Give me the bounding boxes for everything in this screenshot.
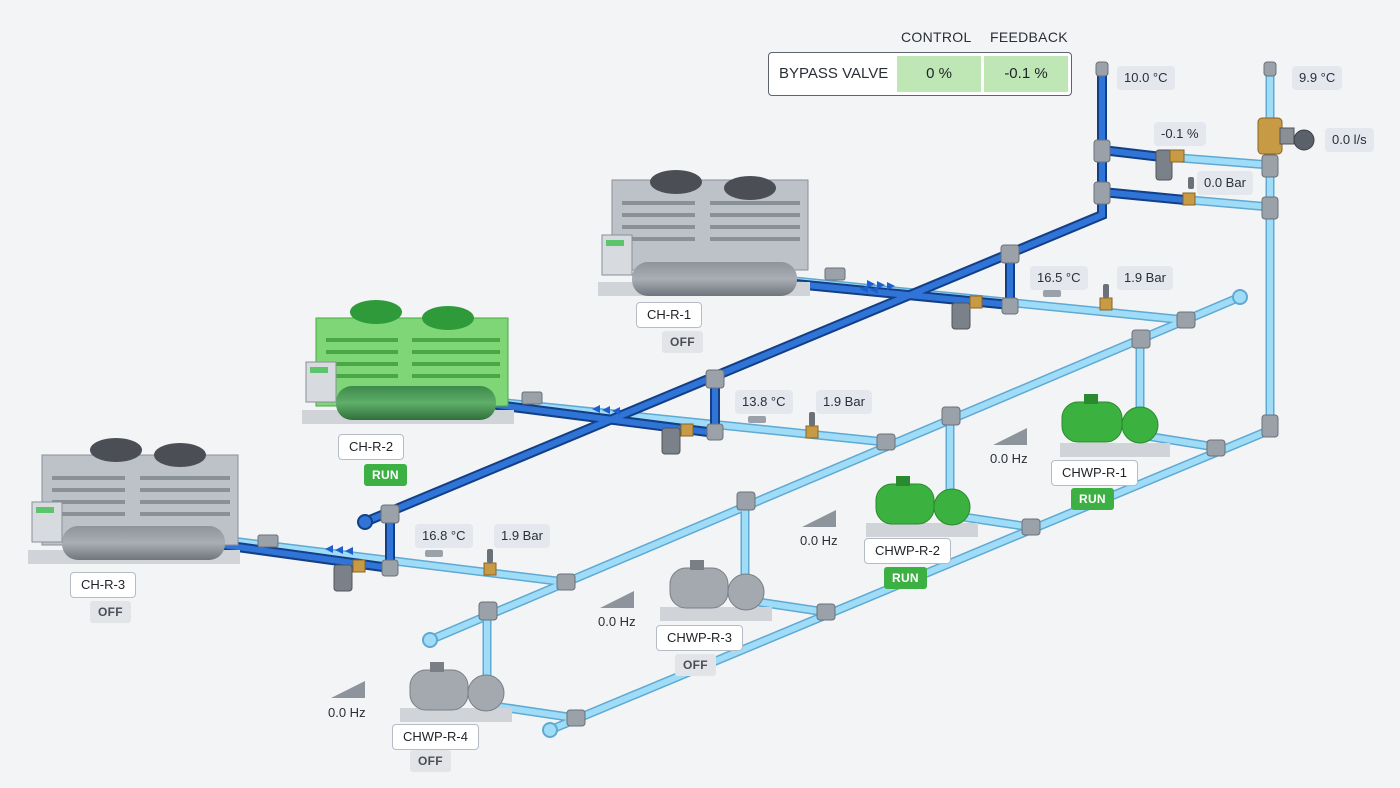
flow-readout: 0.0 l/s (1325, 128, 1374, 152)
bypass-feedback-value: -0.1 % (984, 56, 1068, 92)
ch-r-2-status-badge: RUN (364, 464, 407, 486)
ch1-valve-icon (951, 295, 983, 330)
speed-ramp-icon (331, 681, 365, 698)
motor-icon (669, 567, 729, 609)
ch-r-3-label[interactable]: CH-R-3 (70, 572, 137, 598)
chwp-r-2-label[interactable]: CHWP-R-2 (864, 538, 951, 564)
bypass-control-value[interactable]: 0 % (897, 56, 981, 92)
ch2-valve-icon (661, 423, 694, 455)
fan-icon (350, 300, 402, 324)
pump-chwp-r-4[interactable] (400, 662, 512, 722)
control-column-header: CONTROL (901, 29, 972, 45)
ch-r-3-status-badge: OFF (90, 601, 131, 623)
chwp-r-2-status-badge: RUN (884, 567, 927, 589)
pump-chwp-r-3[interactable] (660, 560, 772, 621)
chwp-r-3-label[interactable]: CHWP-R-3 (656, 625, 743, 651)
ch-r-2-label[interactable]: CH-R-2 (338, 434, 405, 460)
chwp-r-4-status-badge: OFF (410, 750, 451, 772)
pipe-cap (357, 514, 373, 530)
ch-r-1-pressure-readout: 1.9 Bar (1117, 266, 1173, 290)
chwp-r-3-speed-readout: 0.0 Hz (598, 614, 636, 629)
pressure-tap-icons (483, 297, 1113, 576)
chiller-ch-r-3[interactable] (28, 438, 240, 564)
return-temp-readout: 9.9 °C (1292, 66, 1343, 90)
bypass-position-readout: -0.1 % (1154, 122, 1206, 146)
pump-drops (482, 335, 1145, 685)
fan-icon (422, 306, 474, 330)
bypass-valve-icon (1182, 192, 1196, 206)
pipe-fittings (380, 61, 1279, 727)
speed-ramp-icon (802, 510, 836, 527)
pressure-sensor-icon (1188, 177, 1194, 189)
speed-ramp-icon (600, 591, 634, 608)
valves (257, 117, 1315, 592)
ch-r-3-temp-readout: 16.8 °C (415, 524, 473, 548)
bypass-valve-panel[interactable]: BYPASS VALVE 0 % -0.1 % (768, 52, 1072, 96)
chwp-r-1-label[interactable]: CHWP-R-1 (1051, 460, 1138, 486)
ch-r-2-temp-readout: 13.8 °C (735, 390, 793, 414)
fan-icon (650, 170, 702, 194)
motor-icon (409, 669, 469, 711)
pump-casing-icon (467, 674, 505, 712)
feedback-column-header: FEEDBACK (990, 29, 1068, 45)
chwp-r-4-speed-readout: 0.0 Hz (328, 705, 366, 720)
ch-r-3-pressure-readout: 1.9 Bar (494, 524, 550, 548)
pump-casing-icon (1121, 406, 1159, 444)
chwp-r-2-speed-readout: 0.0 Hz (800, 533, 838, 548)
chwp-r-1-speed-readout: 0.0 Hz (990, 451, 1028, 466)
sensor-probe-icons (425, 284, 1109, 563)
pump-casing-icon (933, 488, 971, 526)
ch-r-1-label[interactable]: CH-R-1 (636, 302, 703, 328)
flow-arrows (325, 280, 895, 555)
bypass-actuator-icon (1155, 149, 1185, 181)
ch3-valve-icon (333, 559, 366, 592)
supply-temp-readout: 10.0 °C (1117, 66, 1175, 90)
diff-pressure-readout: 0.0 Bar (1197, 171, 1253, 195)
pipe-cap (422, 632, 438, 648)
ch-r-2-pressure-readout: 1.9 Bar (816, 390, 872, 414)
pump-chwp-r-1[interactable] (1060, 394, 1170, 457)
chiller-ch-r-1[interactable] (598, 170, 810, 296)
motor-icon (875, 483, 935, 525)
fan-icon (90, 438, 142, 462)
ch-r-1-status-badge: OFF (662, 331, 703, 353)
motor-icon (1061, 401, 1123, 443)
chiller-ch-r-2[interactable] (302, 300, 514, 424)
flow-meter-icon (1257, 117, 1315, 155)
pump-casing-icon (727, 573, 765, 611)
ch-r-1-temp-readout: 16.5 °C (1030, 266, 1088, 290)
pump-chwp-r-2[interactable] (866, 476, 978, 537)
chwp-r-3-status-badge: OFF (675, 654, 716, 676)
bypass-valve-label: BYPASS VALVE (779, 65, 889, 82)
isolation-valve-icons (257, 267, 846, 548)
speed-ramp-icons (331, 428, 1027, 698)
fan-icon (724, 176, 776, 200)
speed-ramp-icon (993, 428, 1027, 445)
fan-icon (154, 443, 206, 467)
pipe-cap (542, 722, 558, 738)
chwp-r-1-status-badge: RUN (1071, 488, 1114, 510)
pipe-cap (1232, 289, 1248, 305)
chwp-r-4-label[interactable]: CHWP-R-4 (392, 724, 479, 750)
